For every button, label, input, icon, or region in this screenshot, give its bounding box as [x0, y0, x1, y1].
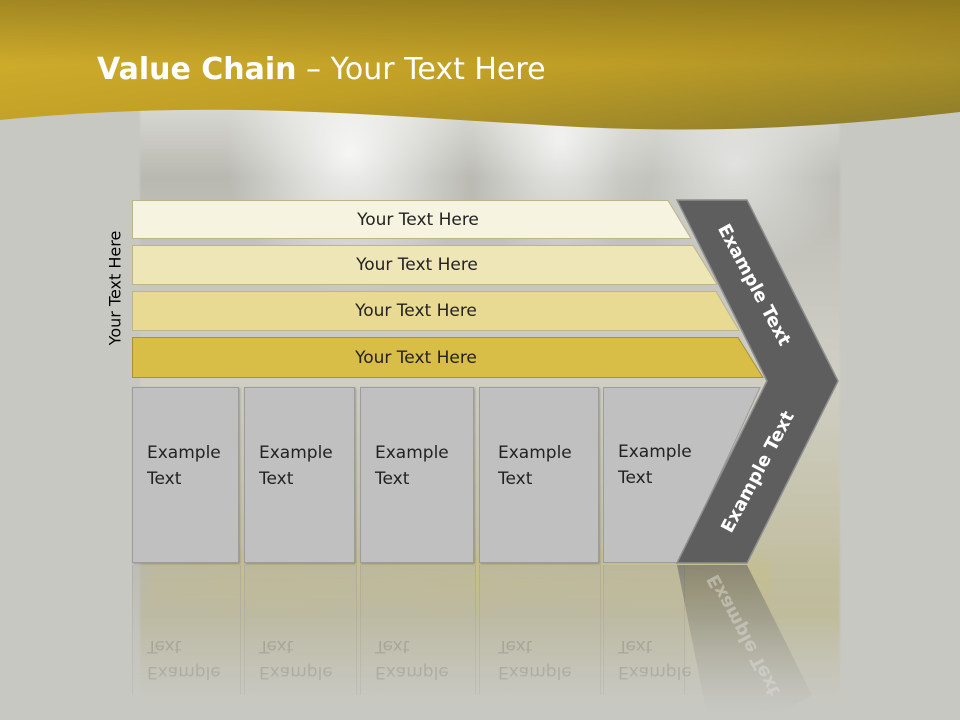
box-4-line2: Text — [498, 469, 533, 489]
reflection-fade — [0, 565, 960, 720]
bar-4-shape — [132, 337, 764, 378]
box-5-line1: Example — [618, 442, 692, 462]
bar-3-label: Your Text Here — [355, 301, 477, 321]
box-1-line1: Example — [147, 443, 221, 463]
chevron-arrow — [675, 199, 839, 564]
bar-4-label: Your Text Here — [355, 347, 477, 368]
box-2-line1: Example — [259, 443, 333, 463]
side-label: Your Text Here — [105, 230, 125, 346]
box-3-line2: Text — [375, 469, 410, 489]
bar-1: Your Text Here — [132, 200, 692, 239]
box-5-line2: Text — [618, 468, 653, 488]
box-3-line1: Example — [375, 443, 449, 463]
bar-2: Your Text Here — [132, 245, 718, 285]
title-bold: Value Chain — [97, 52, 297, 87]
bar-3-shape — [132, 291, 740, 331]
bar-1-shape — [132, 200, 692, 239]
box-4-line1: Example — [498, 443, 572, 463]
header-band — [0, 0, 960, 130]
bar-2-label: Your Text Here — [356, 255, 478, 275]
title-rest: – Your Text Here — [296, 52, 546, 87]
box-2-line2: Text — [259, 469, 294, 489]
box-1-line2: Text — [147, 469, 182, 489]
bar-1-label: Your Text Here — [357, 209, 479, 230]
slide-title: Value Chain – Your Text Here — [97, 52, 546, 87]
bar-2-shape — [132, 245, 718, 285]
bar-3: Your Text Here — [132, 291, 740, 331]
bar-4: Your Text Here — [132, 337, 764, 378]
